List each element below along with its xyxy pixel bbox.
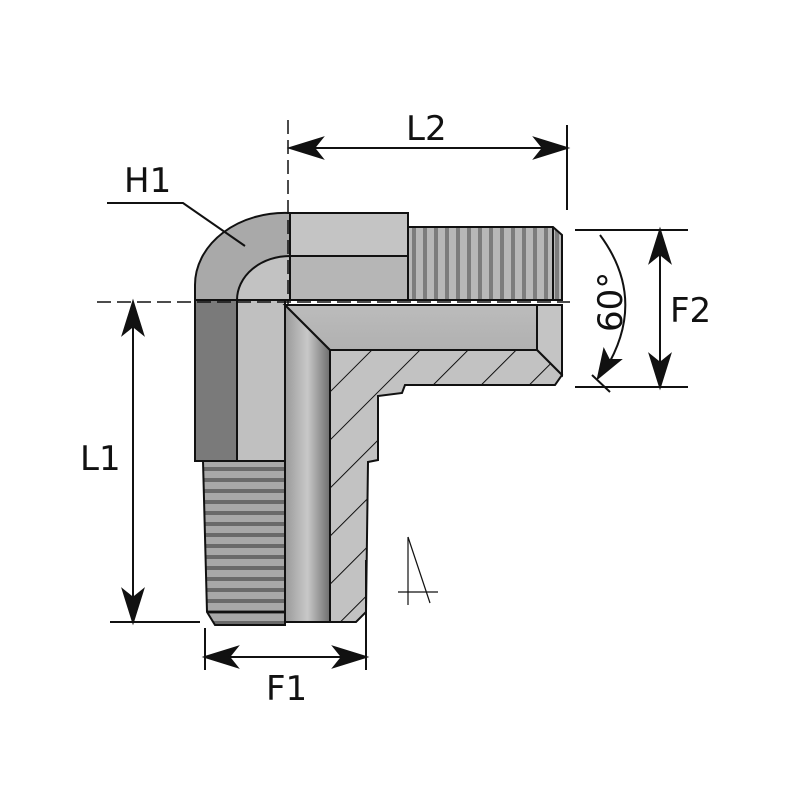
l1-label: L1 bbox=[80, 439, 121, 479]
hex-left-dark bbox=[194, 299, 238, 462]
hex-top-lower bbox=[289, 255, 409, 301]
hex-left-light bbox=[236, 299, 286, 462]
f1-label: F1 bbox=[266, 669, 307, 709]
hex-top bbox=[289, 212, 409, 257]
h1-label: H1 bbox=[124, 161, 171, 201]
h1-leader bbox=[107, 202, 246, 247]
surface-finish-symbol bbox=[398, 536, 438, 605]
angle-arc bbox=[599, 234, 627, 371]
section-hatch bbox=[329, 349, 564, 623]
vertical-bore bbox=[284, 302, 331, 623]
female-thread bbox=[407, 226, 563, 301]
l2-label: L2 bbox=[406, 109, 447, 149]
male-thread bbox=[201, 460, 286, 626]
angle-label: 60° bbox=[591, 272, 631, 332]
horizontal-bore bbox=[282, 304, 563, 351]
f2-label: F2 bbox=[670, 291, 711, 331]
